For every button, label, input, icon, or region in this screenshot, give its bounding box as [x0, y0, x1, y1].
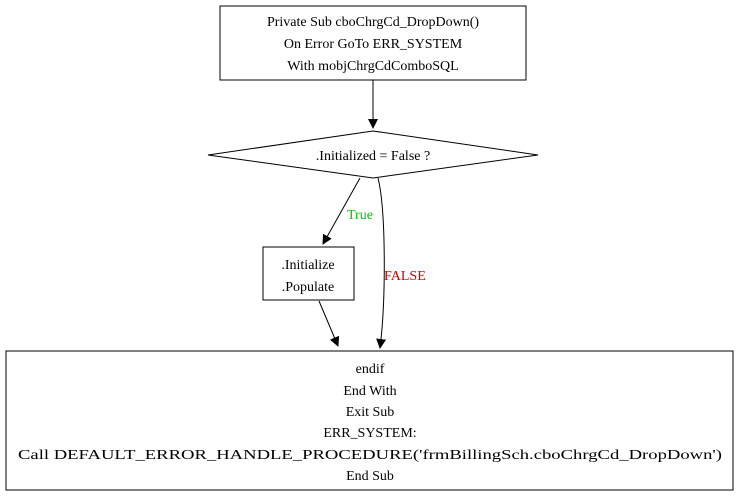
node-end: endif End With Exit Sub ERR_SYSTEM: Call…	[5, 350, 734, 491]
node-decision-line-1: .Initialized = False ?	[316, 149, 430, 164]
edge-decision-to-end: FALSE	[376, 177, 426, 349]
node-end-line-1: endif	[356, 362, 385, 377]
node-end-line-5: Call DEFAULT_ERROR_HANDLE_PROCEDURE('frm…	[18, 448, 722, 463]
node-start-line-1: Private Sub cboChrgCd_DropDown()	[267, 15, 479, 30]
node-end-line-2: End With	[343, 384, 396, 399]
node-start-line-2: On Error GoTo ERR_SYSTEM	[284, 37, 463, 52]
edge-label-false: FALSE	[384, 269, 426, 284]
node-end-line-4: ERR_SYSTEM:	[323, 426, 416, 441]
node-decision: .Initialized = False ?	[207, 130, 539, 179]
edge-decision-to-init: True	[322, 177, 373, 245]
node-start: Private Sub cboChrgCd_DropDown() On Erro…	[219, 5, 527, 81]
node-init: .Initialize .Populate	[262, 246, 355, 301]
edge-init-to-end	[318, 300, 340, 347]
node-end-line-3: Exit Sub	[346, 405, 395, 420]
node-start-line-3: With mobjChrgCdComboSQL	[287, 59, 458, 74]
node-end-line-6: End Sub	[346, 469, 394, 484]
node-init-line-2: .Populate	[282, 280, 335, 295]
node-init-line-1: .Initialize	[281, 258, 334, 273]
edge-label-true: True	[347, 208, 373, 223]
